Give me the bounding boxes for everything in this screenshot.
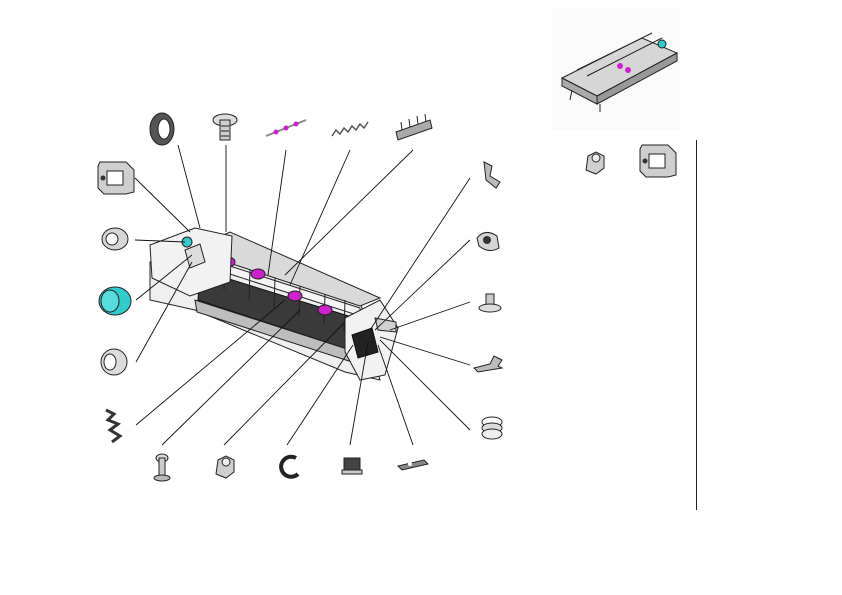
shaft-icon (265, 119, 307, 137)
bracket-icon (97, 161, 135, 195)
gear-icon (215, 455, 235, 479)
leader-lines (134, 144, 471, 446)
bracket-icon (639, 144, 677, 178)
comb-icon (395, 113, 433, 141)
bearing-icon (98, 286, 132, 316)
spring-clip-icon (105, 408, 123, 444)
collar-icon (101, 227, 129, 251)
fuser-assembly-inset-icon (552, 8, 680, 130)
pin-icon (153, 453, 171, 482)
divider-line (696, 140, 697, 510)
latch-icon (473, 355, 504, 373)
post-icon (478, 293, 502, 313)
thermistor-icon (341, 457, 363, 475)
bushing-icon (100, 348, 128, 376)
plate-icon (397, 459, 429, 471)
cam-icon (476, 232, 500, 252)
ring-icon (149, 112, 175, 146)
gear-icon (585, 151, 605, 175)
screw-icon (212, 113, 238, 141)
spring-icon (331, 121, 369, 137)
coil-icon (481, 416, 503, 440)
fuser-assembly (149, 227, 399, 381)
c-clip-icon (279, 454, 300, 479)
lever-icon (483, 161, 501, 189)
